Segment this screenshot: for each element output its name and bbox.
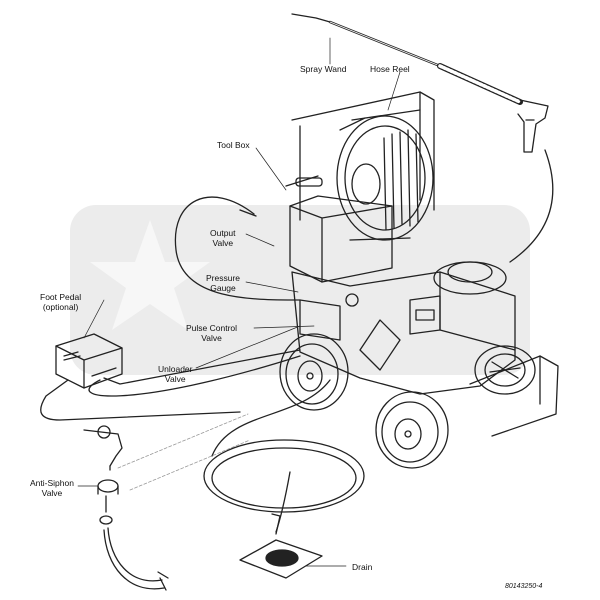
ground-lines — [117, 413, 251, 491]
anti-siphon-valve — [97, 479, 169, 591]
watermark-logo — [70, 205, 530, 375]
label-hose-reel: Hose Reel — [370, 64, 410, 74]
part-number: 80143250-4 — [505, 583, 543, 590]
label-foot-pedal: Foot Pedal(optional) — [40, 292, 82, 312]
output-hose — [174, 196, 301, 301]
spray-wand — [291, 13, 554, 263]
hose-reel — [291, 91, 435, 241]
label-spray-wand: Spray Wand — [300, 64, 347, 74]
label-tool-box: Tool Box — [217, 140, 250, 150]
leader-lines — [77, 37, 401, 567]
wheel-rear-left — [279, 333, 349, 411]
engine — [291, 261, 559, 437]
label-drain: Drain — [352, 562, 373, 572]
foot-pedal — [40, 333, 301, 421]
drain — [239, 539, 323, 579]
garden-hose — [203, 379, 365, 535]
faucet — [83, 425, 123, 471]
tool-box — [285, 175, 393, 283]
wheel-front-left — [375, 391, 449, 469]
